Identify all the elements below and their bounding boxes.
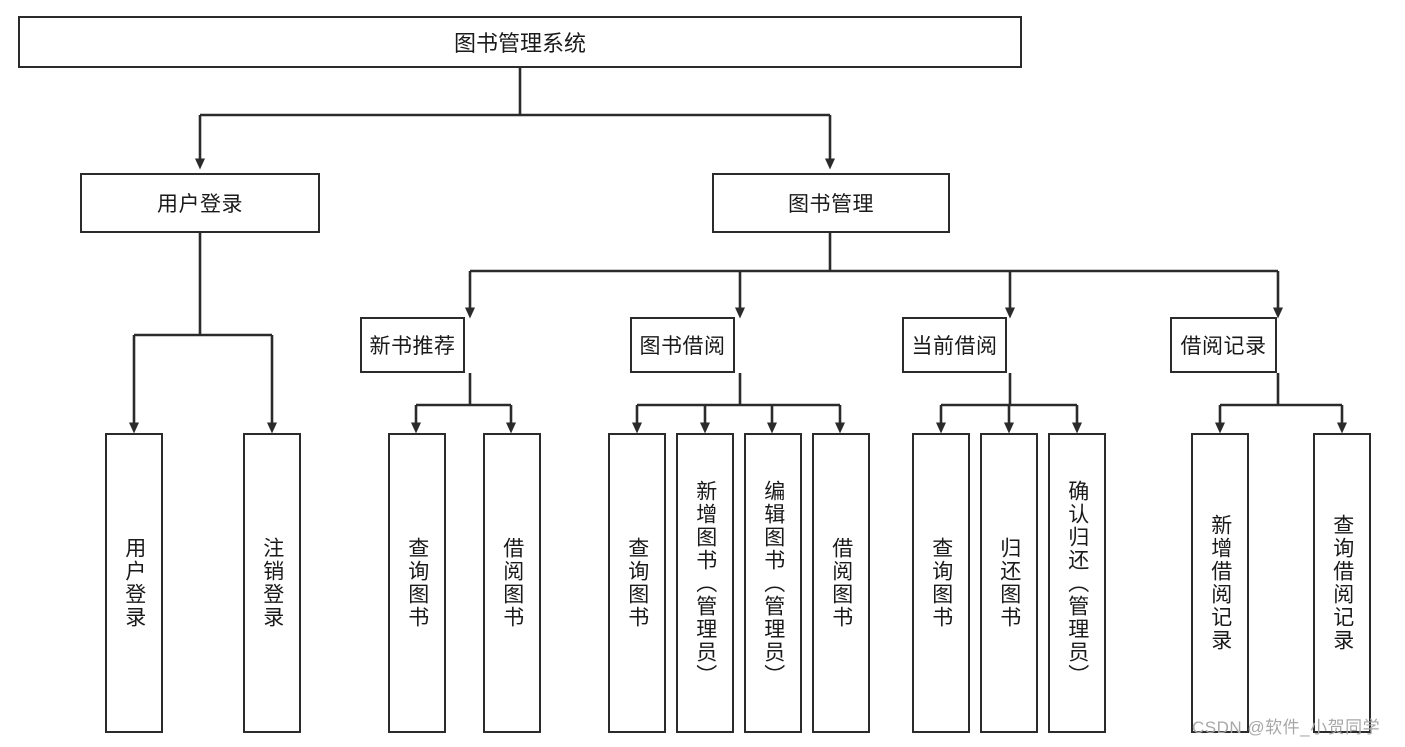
- leaf-user-login-label: 用户登录: [122, 537, 146, 629]
- leaf-return-book-label: 归还图书: [997, 537, 1021, 629]
- leaf-logout-label: 注销登录: [260, 537, 284, 629]
- watermark: CSDN @软件_小贺同学: [1192, 718, 1381, 737]
- leaf-logout[interactable]: 注销登录: [243, 433, 301, 733]
- node-current-borrow[interactable]: 当前借阅: [902, 317, 1007, 373]
- node-user-login[interactable]: 用户登录: [80, 173, 320, 233]
- node-book-borrow[interactable]: 图书借阅: [630, 317, 735, 373]
- leaf-query-record[interactable]: 查询借阅记录: [1313, 433, 1371, 733]
- leaf-query-book-1[interactable]: 查询图书: [388, 433, 446, 733]
- leaf-query-book-3[interactable]: 查询图书: [912, 433, 970, 733]
- leaf-user-login[interactable]: 用户登录: [105, 433, 163, 733]
- leaf-add-record-label: 新增借阅记录: [1208, 514, 1232, 652]
- leaf-add-book[interactable]: 新增图书（管理员）: [676, 433, 734, 733]
- node-borrow-record[interactable]: 借阅记录: [1170, 317, 1277, 373]
- node-root-system[interactable]: 图书管理系统: [18, 16, 1022, 68]
- leaf-query-record-label: 查询借阅记录: [1330, 514, 1354, 652]
- leaf-borrow-book-2[interactable]: 借阅图书: [812, 433, 870, 733]
- node-new-book-recommend-label: 新书推荐: [369, 335, 456, 358]
- leaf-return-book[interactable]: 归还图书: [980, 433, 1038, 733]
- node-borrow-record-label: 借阅记录: [1180, 335, 1267, 358]
- leaf-query-book-2-label: 查询图书: [625, 537, 649, 629]
- leaf-edit-book[interactable]: 编辑图书（管理员）: [744, 433, 802, 733]
- node-current-borrow-label: 当前借阅: [911, 335, 998, 358]
- node-root-label: 图书管理系统: [453, 31, 586, 56]
- leaf-borrow-book-1[interactable]: 借阅图书: [483, 433, 541, 733]
- leaf-edit-book-label: 编辑图书（管理员）: [761, 479, 785, 687]
- leaf-add-record[interactable]: 新增借阅记录: [1191, 433, 1249, 733]
- node-user-login-label: 用户登录: [157, 193, 243, 216]
- leaf-borrow-book-1-label: 借阅图书: [500, 537, 524, 629]
- node-new-book-recommend[interactable]: 新书推荐: [360, 317, 465, 373]
- node-book-management[interactable]: 图书管理: [712, 173, 950, 233]
- leaf-confirm-return[interactable]: 确认归还（管理员）: [1048, 433, 1106, 733]
- node-book-borrow-label: 图书借阅: [639, 335, 726, 358]
- leaf-borrow-book-2-label: 借阅图书: [829, 537, 853, 629]
- leaf-query-book-3-label: 查询图书: [929, 537, 953, 629]
- leaf-query-book-1-label: 查询图书: [405, 537, 429, 629]
- leaf-query-book-2[interactable]: 查询图书: [608, 433, 666, 733]
- leaf-add-book-label: 新增图书（管理员）: [693, 479, 717, 687]
- leaf-confirm-return-label: 确认归还（管理员）: [1065, 479, 1089, 687]
- node-book-management-label: 图书管理: [788, 193, 874, 216]
